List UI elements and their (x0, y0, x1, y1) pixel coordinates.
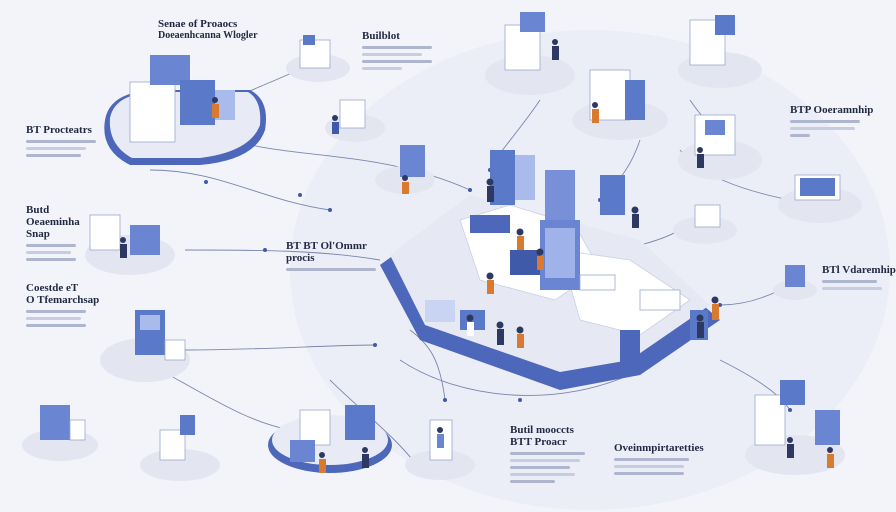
station-bottom-mid-small (405, 419, 475, 480)
label-bottom-mid: Butil mooccts BTT Proacr (510, 424, 600, 484)
label-title: Oveinmpirtaretties (614, 442, 704, 454)
label-title: Senae of Proaocs (158, 18, 238, 30)
label-title: Builblot (362, 30, 400, 42)
station-left-3 (100, 310, 190, 382)
central-hub (380, 150, 720, 390)
label-title: BT Procteatrs (26, 124, 92, 136)
label-title: BT BT Ol'Ommr procis (286, 240, 367, 265)
label-left-2: Butd Oeaeminha Snap (26, 204, 106, 262)
label-center: BT BT Ol'Ommr procis (286, 240, 396, 272)
label-bottom-right: Oveinmpirtaretties (614, 442, 709, 476)
station-right-3 (773, 265, 817, 300)
label-left-3: Coestde eT O Tfemarchsap (26, 282, 106, 328)
label-subtitle: Doeaenhcanna Wlogler (158, 30, 258, 42)
station-bottom-left (22, 405, 98, 461)
station-top-center (485, 12, 575, 95)
station-top-small (286, 35, 350, 82)
label-subtitle: BTT Proacr (510, 436, 567, 449)
station-bottom-left-2 (140, 415, 220, 481)
station-mid-center-small (375, 145, 435, 194)
label-subtitle: Oeaeminha Snap (26, 216, 80, 241)
station-top-left (104, 55, 267, 165)
label-title: Coestde eT (26, 282, 79, 294)
station-top-right (678, 15, 762, 88)
label-top-center: Builblot (362, 30, 442, 71)
label-title: Butd (26, 204, 50, 216)
station-bottom-center (268, 405, 392, 473)
station-bottom-right (745, 380, 845, 475)
label-right-1: BTP Ooeramnhip (790, 104, 885, 138)
label-subtitle: O Tfemarchsap (26, 294, 100, 307)
label-right-2: BTl Vdaremhip (822, 264, 896, 291)
label-left-1: BT Procteatrs (26, 124, 106, 158)
station-mid-left-small (325, 99, 385, 142)
station-right-1 (678, 114, 762, 180)
station-right-mid (673, 204, 737, 244)
station-left-2 (85, 214, 175, 275)
label-title: Butil mooccts (510, 424, 574, 436)
station-top-center-right (572, 69, 668, 140)
label-top-left: Senae of Proaocs Doeaenhcanna Wlogler (158, 18, 258, 41)
label-title: BTl Vdaremhip (822, 264, 896, 276)
label-title: BTP Ooeramnhip (790, 104, 874, 116)
station-right-2 (778, 174, 862, 223)
